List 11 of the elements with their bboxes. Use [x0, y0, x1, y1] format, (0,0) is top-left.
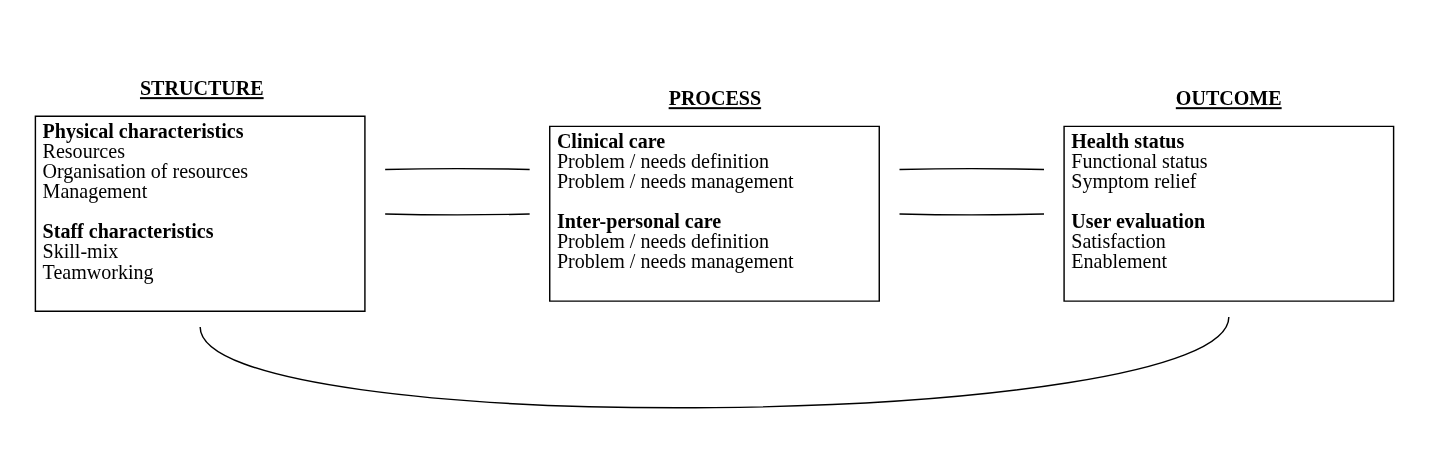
- connector: [898, 213, 1045, 216]
- node-label: PROCESS: [668, 87, 762, 110]
- connector: [384, 167, 531, 171]
- connector: [199, 316, 1230, 409]
- connector: [898, 167, 1045, 171]
- node-box: Health status Functional status Symptom relief User evaluation Satisfaction Enablement: [1063, 125, 1395, 302]
- node-label: STRUCTURE: [139, 77, 264, 100]
- connector: [384, 213, 531, 216]
- node-box: Physical characteristics Resources Organisation of resources Management Staff characteristics Skill-mix Teamworking: [34, 115, 366, 312]
- node-box: Clinical care Problem / needs definition Problem / needs management Inter-personal care Problem / needs definition Problem / needs management: [549, 125, 880, 302]
- node-label: OUTCOME: [1175, 87, 1282, 110]
